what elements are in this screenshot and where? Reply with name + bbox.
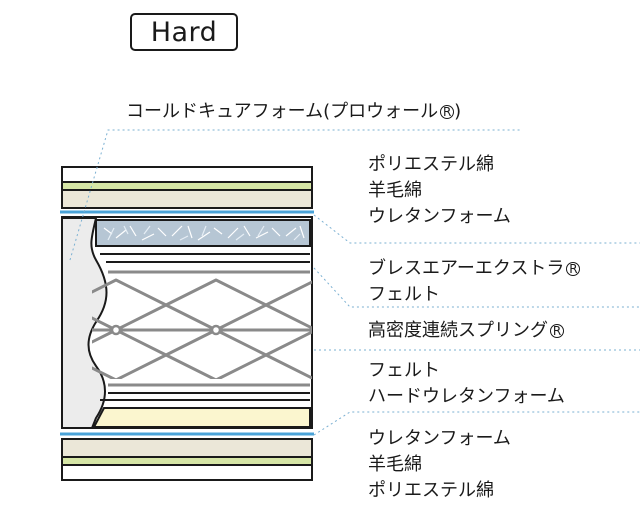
bottom-layers	[60, 432, 314, 481]
breath-air-texture	[103, 225, 305, 241]
label-breath-air: ブレスエアーエクストラ	[368, 258, 565, 279]
leader-lines	[69, 129, 640, 436]
bottom-wool-layer	[61, 456, 313, 466]
label-group-bottom: ウレタンフォーム 羊毛綿 ポリエステル綿	[368, 426, 511, 504]
label-top-foam-close: )	[454, 101, 462, 122]
label-group-lower-core: フェルト ハードウレタンフォーム	[368, 358, 565, 410]
registered-mark: R	[440, 105, 455, 119]
registered-mark: R	[566, 262, 581, 276]
spring-joints	[110, 324, 222, 336]
label-lower-polyester: ポリエステル綿	[368, 480, 494, 501]
side-cold-cure-foam	[61, 217, 108, 429]
label-group-upper: ポリエステル綿 羊毛綿 ウレタンフォーム	[368, 152, 511, 230]
label-upper-wool: 羊毛綿	[368, 180, 422, 201]
label-lower-urethane: ウレタンフォーム	[368, 428, 511, 449]
label-top-foam-text: コールドキュアフォーム(プロウォール	[126, 101, 439, 122]
label-lower-wool: 羊毛綿	[368, 454, 422, 475]
label-hard-foam: ハードウレタンフォーム	[368, 386, 565, 407]
label-upper-urethane: ウレタンフォーム	[368, 206, 511, 227]
label-springs: 高密度連続スプリング	[368, 320, 548, 341]
continuous-springs	[92, 278, 312, 379]
top-urethane-layer	[61, 189, 313, 209]
top-polyester-layer	[61, 166, 313, 183]
label-felt-upper: フェルト	[368, 284, 440, 305]
bottom-polyester-layer	[61, 464, 313, 481]
registered-mark: R	[550, 324, 564, 338]
bottom-urethane-layer	[61, 438, 313, 458]
hard-urethane-foam	[92, 407, 311, 428]
label-upper-polyester: ポリエステル綿	[368, 154, 494, 175]
top-wool-layer	[61, 181, 313, 191]
firmness-title: Hard	[130, 13, 238, 51]
top-layers	[60, 166, 314, 214]
label-felt-lower: フェルト	[368, 360, 440, 381]
